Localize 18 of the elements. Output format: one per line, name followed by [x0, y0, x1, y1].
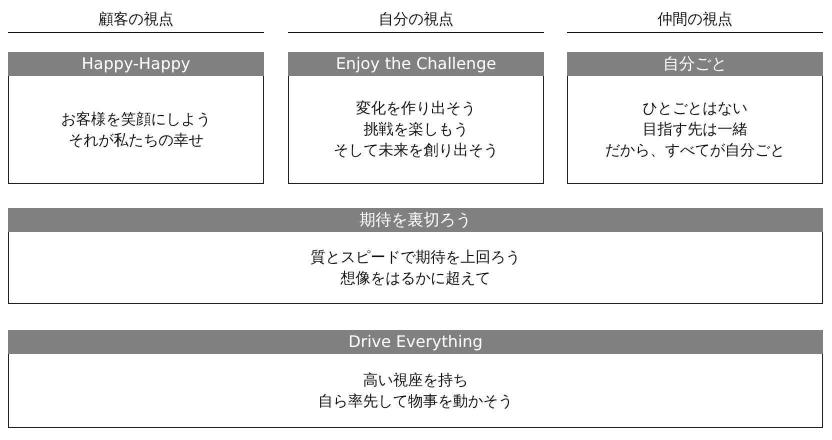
card-text: ひとごとはない目指す先は一緒だから、すべてが自分ごと — [605, 98, 785, 161]
card-text: 高い視座を持ち自ら率先して物事を動かそう — [318, 370, 513, 412]
card-text: お客様を笑顔にしようそれが私たちの幸せ — [61, 108, 211, 150]
value-card — [8, 208, 823, 304]
column-heading: 仲間の視点 — [656, 10, 734, 29]
value-card — [567, 52, 823, 184]
card-header: 期待を裏切ろう — [8, 208, 823, 232]
column-heading: 顧客の視点 — [98, 10, 174, 29]
value-card — [8, 330, 823, 428]
card-text: 変化を作り出そう挑戦を楽しもうそして未来を創り出そう — [334, 98, 498, 161]
value-card — [288, 52, 544, 184]
card-header: Drive Everything — [8, 330, 823, 354]
card-header: Happy-Happy — [8, 52, 264, 76]
column-heading: 自分の視点 — [378, 10, 454, 29]
card-header: 自分ごと — [567, 52, 823, 76]
card-text: 質とスピードで期待を上回ろう想像をはるかに超えて — [310, 246, 520, 288]
value-card — [8, 52, 264, 184]
card-header: Enjoy the Challenge — [288, 52, 544, 76]
